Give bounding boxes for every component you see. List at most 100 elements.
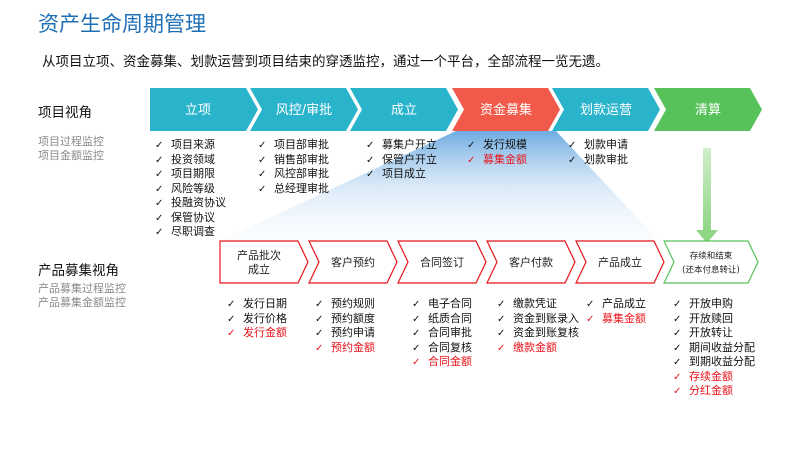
- product-stage-5-item-text: 产品成立: [602, 297, 646, 310]
- project-stage-label-5: 划款运营: [580, 103, 632, 118]
- product-stage-2-item-3: ✓预约申请: [315, 326, 375, 341]
- project-stage-1-item-text: 尽职调查: [171, 225, 215, 238]
- project-stage-label-4: 资金募集: [480, 102, 532, 118]
- product-stage-2-item-text: 预约金额: [331, 340, 375, 354]
- check-icon: ✓: [155, 154, 164, 166]
- project-view-label: 项目视角: [38, 105, 92, 121]
- project-stage-4-item-1: ✓发行规模: [467, 138, 527, 153]
- product-stage-4-item-text: 缴款金额: [513, 340, 557, 354]
- page-title: 资产生命周期管理: [38, 12, 206, 36]
- product-stage-1-item-text: 发行价格: [243, 311, 287, 325]
- check-icon: ✓: [586, 299, 595, 310]
- product-stage-6: [663, 240, 759, 284]
- project-stage-1-item-text: 投资领域: [171, 152, 215, 166]
- check-icon: ✓: [497, 299, 506, 310]
- product-stage-6-item-6: ✓ 存续金额: [673, 370, 755, 385]
- product-stage-3-item-text: 合同复核: [428, 340, 472, 354]
- project-stage-2: [250, 88, 358, 131]
- product-stage-label-3-1: 合同签订: [420, 255, 464, 269]
- project-stage-1-item-2: ✓ 投资领域: [155, 153, 226, 168]
- project-stage-1-item-text: 保管协议: [171, 210, 215, 224]
- check-icon: ✓: [673, 386, 682, 397]
- product-view-sublabel-1: 产品募集过程监控: [38, 282, 126, 295]
- product-view-sublabel-2: 产品募集金额监控: [38, 296, 126, 309]
- product-stage-5-checklist: ✓ 产品成立 ✓募集金额: [586, 297, 646, 326]
- product-stage-label-4-1: 客户付款: [509, 255, 553, 269]
- check-icon: ✓: [497, 342, 506, 354]
- product-stage-3-item-2: ✓ 纸质合同: [412, 312, 472, 327]
- product-stage-1-checklist: ✓发行日期✓发行价格✓发行金额: [227, 297, 287, 341]
- project-stage-1-item-5: ✓投融资协议: [155, 196, 226, 211]
- project-stage-5-checklist: ✓划款申请✓划款审批: [568, 138, 628, 167]
- clearing-connector-shaft: [703, 148, 711, 232]
- project-stage-1-checklist: ✓项目来源✓投资领域✓项目期限✓风险等级✓投融资协议✓保管协议✓尽职调查: [155, 138, 226, 240]
- project-stage-5: [552, 88, 660, 131]
- product-stage-3-item-text: 合同审批: [428, 326, 472, 339]
- check-icon: ✓: [315, 328, 324, 339]
- project-stage-2-item-text: 总经理审批: [274, 181, 329, 195]
- product-stage-label-1-2: 成立: [248, 262, 270, 276]
- product-stage-3-item-5: ✓合同金额: [412, 355, 472, 370]
- check-icon: ✓: [258, 183, 267, 195]
- product-stage-5-item-2: ✓募集金额: [586, 312, 646, 327]
- project-stage-1-item-6: ✓ 保管协议: [155, 211, 226, 226]
- check-icon: ✓: [673, 328, 682, 339]
- product-stage-1-item-1: ✓ 发行日期: [227, 297, 287, 312]
- product-stage-3: [397, 240, 487, 284]
- project-stage-label-1: 立项: [185, 103, 211, 118]
- product-stage-label-1-1: 产品批次: [237, 248, 281, 262]
- product-stage-4-item-2: ✓ 资金到账录入: [497, 312, 579, 327]
- check-icon: ✓: [673, 371, 682, 383]
- product-stage-6-item-7: ✓分红金额: [673, 384, 755, 399]
- product-stage-1-item-text: 发行日期: [243, 297, 287, 310]
- check-icon: ✓: [227, 299, 236, 310]
- product-stage-4-item-3: ✓资金到账复核: [497, 326, 579, 341]
- product-stage-1-item-2: ✓ 发行价格: [227, 312, 287, 327]
- product-stage-6-item-text: 存续金额: [689, 369, 733, 383]
- check-icon: ✓: [673, 342, 682, 354]
- check-icon: ✓: [497, 313, 506, 325]
- product-stage-2: [308, 240, 398, 284]
- check-icon: ✓: [412, 328, 421, 339]
- check-icon: ✓: [155, 183, 164, 195]
- project-stage-2-item-2: ✓ 销售部审批: [258, 153, 329, 168]
- product-stage-4-item-text: 资金到账录入: [513, 311, 579, 325]
- check-icon: ✓: [315, 299, 324, 310]
- product-stage-4: [486, 240, 576, 284]
- product-stage-label-2-1: 客户预约: [331, 255, 375, 269]
- project-stage-2-item-text: 风控部审批: [274, 167, 329, 180]
- check-icon: ✓: [258, 154, 267, 166]
- project-stage-1-item-1: ✓项目来源: [155, 138, 226, 153]
- project-stage-1-item-7: ✓尽职调查: [155, 225, 226, 240]
- product-stage-4-checklist: ✓缴款凭证✓资金到账录入✓资金到账复核✓缴款金额: [497, 297, 579, 355]
- project-stage-2-item-text: 销售部审批: [274, 152, 329, 166]
- project-stage-2-checklist: ✓项目部审批✓销售部审批✓风控部审批✓总经理审批: [258, 138, 329, 196]
- project-stage-3-item-text: 项目成立: [382, 167, 426, 180]
- project-stage-5-item-2: ✓划款审批: [568, 153, 628, 168]
- project-stage-4-checklist: ✓发行规模✓ 募集金额: [467, 138, 527, 167]
- project-stage-2-item-1: ✓项目部审批: [258, 138, 329, 153]
- product-stage-4-item-text: 缴款凭证: [513, 297, 557, 310]
- check-icon: ✓: [227, 313, 236, 325]
- product-stage-6-checklist: ✓开放申购✓开放赎回✓开放转让✓期间收益分配✓到期收益分配✓存续金额✓分红金额: [673, 297, 755, 399]
- check-icon: ✓: [467, 154, 476, 166]
- check-icon: ✓: [155, 212, 164, 224]
- check-icon: ✓: [412, 299, 421, 310]
- project-view-sublabel-2: 项目金额监控: [38, 149, 104, 162]
- project-stage-4-item-text: 募集金额: [483, 152, 527, 166]
- product-stage-3-item-text: 纸质合同: [428, 311, 472, 325]
- project-stage-2-item-3: ✓风控部审批: [258, 167, 329, 182]
- check-icon: ✓: [366, 169, 375, 180]
- focus-funnel: [222, 131, 658, 240]
- check-icon: ✓: [155, 140, 164, 151]
- project-stage-5-item-text: 划款申请: [584, 138, 628, 151]
- check-icon: ✓: [366, 154, 375, 166]
- check-icon: ✓: [412, 313, 421, 325]
- product-stage-label-5-1: 产品成立: [598, 255, 642, 269]
- product-stage-6-item-2: ✓开放赎回: [673, 312, 755, 327]
- project-stage-1-item-3: ✓项目期限: [155, 167, 226, 182]
- product-stage-3-item-text: 合同金额: [428, 355, 472, 368]
- check-icon: ✓: [366, 140, 375, 151]
- product-stage-2-item-text: 预约额度: [331, 311, 375, 325]
- product-stage-4-item-4: ✓ 缴款金额: [497, 341, 579, 356]
